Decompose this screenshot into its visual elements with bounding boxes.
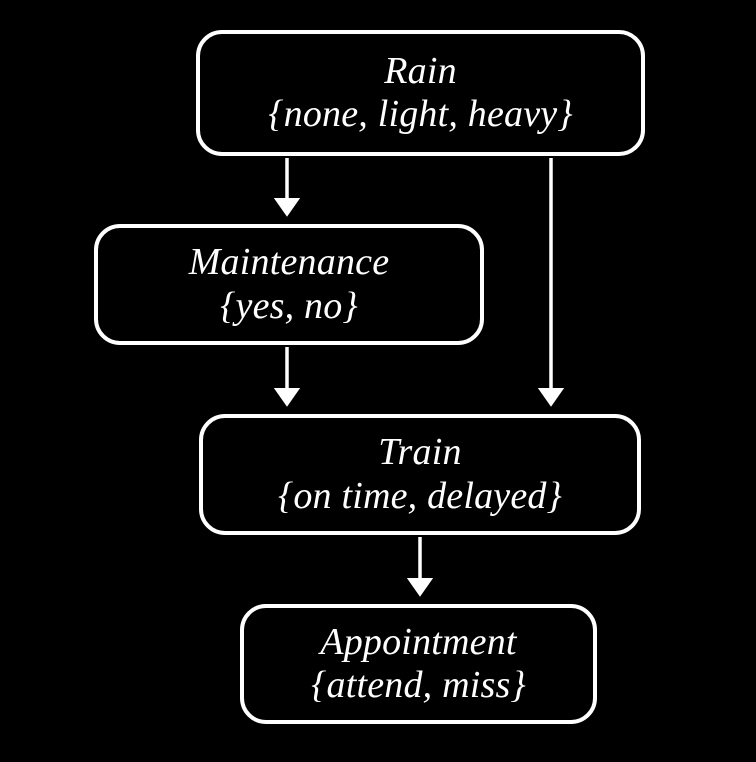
node-rain-label: Rain bbox=[384, 49, 457, 92]
node-maintenance-states: {yes, no} bbox=[220, 284, 358, 327]
node-appointment-states: {attend, miss} bbox=[311, 664, 526, 706]
node-train-label: Train bbox=[378, 431, 462, 474]
node-appointment-label: Appointment bbox=[320, 620, 517, 663]
node-rain-states: {none, light, heavy} bbox=[268, 93, 573, 135]
node-train-states: {on time, delayed} bbox=[277, 474, 563, 517]
node-train[interactable]: Train {on time, delayed} bbox=[199, 414, 641, 535]
node-appointment[interactable]: Appointment {attend, miss} bbox=[240, 604, 597, 724]
node-maintenance-label: Maintenance bbox=[188, 241, 390, 284]
node-rain[interactable]: Rain {none, light, heavy} bbox=[196, 30, 645, 156]
node-maintenance[interactable]: Maintenance {yes, no} bbox=[94, 224, 484, 345]
